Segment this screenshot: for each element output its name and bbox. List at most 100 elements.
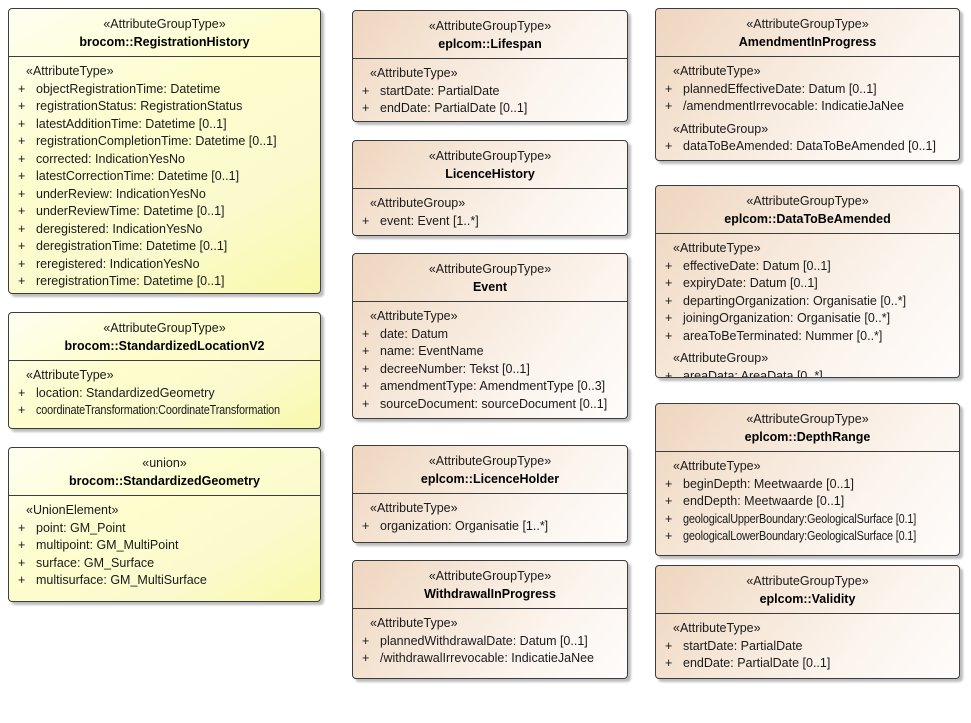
class-box-withdrawal-in-progress[interactable]: «AttributeGroupType» WithdrawalInProgress… — [352, 560, 628, 679]
public-visibility-icon: + — [18, 555, 26, 570]
attribute-row: +startDate: PartialDate — [353, 83, 625, 101]
section-stereotype: «AttributeType» — [370, 501, 458, 515]
attribute-row: +/withdrawalIrrevocable: IndicatieJaNee — [353, 650, 625, 668]
attribute-text: endDate: PartialDate [0..1] — [683, 656, 831, 670]
class-stereotype: «AttributeGroupType» — [428, 569, 552, 583]
attribute-row: +effectiveDate: Datum [0..1] — [656, 258, 957, 276]
section-stereotype: «AttributeType» — [370, 309, 458, 323]
attribute-row: +sourceDocument: sourceDocument [0..1] — [353, 396, 625, 414]
attribute-text: underReview: IndicationYesNo — [36, 186, 206, 201]
public-visibility-icon: + — [665, 368, 673, 378]
attribute-row: +registrationStatus: RegistrationStatus — [9, 98, 318, 116]
attribute-text: underReviewTime: Datetime [0..1] — [36, 204, 225, 218]
class-box-brocom-registration-history[interactable]: «AttributeGroupType»brocom::Registration… — [8, 8, 321, 294]
attribute-row: +areaData: AreaData [0..*] — [656, 368, 957, 378]
attribute-row: +name: EventName — [353, 343, 625, 361]
class-header: «AttributeGroupType»brocom::Standardized… — [9, 313, 320, 361]
section-stereotype: «AttributeGroup» — [673, 121, 769, 136]
attribute-text: endDate: PartialDate [0..1] — [380, 101, 528, 115]
public-visibility-icon: + — [665, 139, 673, 153]
public-visibility-icon: + — [665, 328, 673, 343]
public-visibility-icon: + — [18, 573, 26, 587]
attribute-row: +beginDepth: Meetwaarde [0..1] — [656, 476, 957, 494]
attribute-text: decreeNumber: Tekst [0..1] — [380, 361, 530, 376]
class-body: «AttributeType» +plannedWithdrawalDate: D… — [353, 609, 627, 668]
class-stereotype: «AttributeGroupType» — [103, 321, 226, 335]
class-name: eplcom::DataToBeAmended — [724, 212, 891, 226]
attribute-row: +startDate: PartialDate — [656, 638, 957, 656]
attribute-text: reregistered: IndicationYesNo — [36, 256, 200, 271]
class-header: «AttributeGroupType»eplcom::DepthRange — [656, 404, 959, 452]
class-box-amendment-in-progress[interactable]: «AttributeGroupType» AmendmentInProgress «… — [655, 8, 960, 161]
attribute-text: latestAdditionTime: Datetime [0..1] — [36, 116, 227, 131]
public-visibility-icon: + — [18, 256, 26, 271]
public-visibility-icon: + — [18, 274, 26, 288]
class-stereotype: «AttributeGroupType» — [746, 412, 869, 426]
attribute-text: amendmentType: AmendmentType [0..3] — [380, 379, 606, 393]
class-body: «AttributeType»+startDate: PartialDate+e… — [656, 614, 959, 673]
public-visibility-icon: + — [18, 81, 26, 96]
public-visibility-icon: + — [362, 361, 370, 376]
attribute-row: +multipoint: GM_MultiPoint — [9, 537, 318, 555]
class-box-licence-history[interactable]: «AttributeGroupType»LicenceHistory «Attri… — [352, 140, 628, 236]
public-visibility-icon: + — [362, 633, 370, 648]
class-header: «union»brocom::StandardizedGeometry — [9, 448, 320, 496]
attribute-row: +geologicalUpperBoundary:GeologicalSurfa… — [656, 511, 957, 529]
attribute-row: +event: Event [1..*] — [353, 213, 625, 231]
section-stereotype: «UnionElement» — [26, 503, 119, 517]
public-visibility-icon: + — [362, 396, 370, 411]
section-stereotype: «AttributeType» — [370, 616, 458, 630]
attribute-text: objectRegistrationTime: Datetime — [36, 81, 221, 96]
public-visibility-icon: + — [665, 511, 673, 526]
public-visibility-icon: + — [362, 651, 370, 665]
class-name: brocom::RegistrationHistory — [79, 35, 250, 49]
attribute-row: +areaToBeTerminated: Nummer [0..*] — [656, 328, 957, 346]
attribute-row: +expiryDate: Datum [0..1] — [656, 275, 957, 293]
public-visibility-icon: + — [362, 518, 370, 533]
attribute-text: coordinateTransformation:CoordinateTrans… — [36, 403, 280, 417]
attribute-row: +underReview: IndicationYesNo — [9, 186, 318, 204]
class-body: «AttributeType»+location: StandardizedGe… — [9, 361, 320, 420]
class-stereotype: «AttributeGroupType» — [428, 262, 552, 276]
class-box-brocom-standardized-location-v2[interactable]: «AttributeGroupType»brocom::Standardized… — [8, 312, 321, 429]
class-name: WithdrawalInProgress — [424, 587, 556, 601]
class-box-eplcom-validity[interactable]: «AttributeGroupType»eplcom::Validity«Att… — [655, 565, 960, 679]
class-name: AmendmentInProgress — [738, 35, 877, 49]
attribute-row: +registrationCompletionTime: Datetime [0… — [9, 133, 318, 151]
attribute-text: joiningOrganization: Organisatie [0..*] — [683, 311, 891, 325]
attribute-row: +plannedWithdrawalDate: Datum [0..1] — [353, 633, 625, 651]
class-box-eplcom-depth-range[interactable]: «AttributeGroupType»eplcom::DepthRange«A… — [655, 403, 960, 556]
attribute-row: +point: GM_Point — [9, 520, 318, 538]
public-visibility-icon: + — [665, 638, 673, 653]
class-header: «AttributeGroupType»brocom::Registration… — [9, 9, 320, 57]
class-stereotype: «AttributeGroupType» — [746, 17, 869, 31]
class-stereotype: «AttributeGroupType» — [428, 19, 552, 33]
section-stereotype: «AttributeType» — [673, 459, 761, 473]
section-stereotype: «AttributeType» — [673, 621, 761, 635]
class-body: «AttributeType»+objectRegistrationTime: … — [9, 57, 320, 291]
attribute-row: +endDepth: Meetwaarde [0..1] — [656, 493, 957, 511]
public-visibility-icon: + — [18, 385, 26, 400]
class-box-event[interactable]: «AttributeGroupType» Event «AttributeType»… — [352, 253, 628, 419]
attribute-row: + amendmentType: AmendmentType [0..3] — [353, 378, 625, 396]
attribute-text: plannedEffectiveDate: Datum [0..1] — [683, 81, 877, 96]
public-visibility-icon: + — [18, 538, 26, 552]
public-visibility-icon: + — [362, 379, 370, 393]
class-box-eplcom-licence-holder[interactable]: «AttributeGroupType»eplcom::LicenceHolde… — [352, 445, 628, 543]
public-visibility-icon: + — [665, 494, 673, 508]
public-visibility-icon: + — [665, 81, 673, 96]
class-name: eplcom::LicenceHolder — [420, 472, 560, 486]
class-box-eplcom-data-to-be-amended[interactable]: «AttributeGroupType»eplcom::DataToBeAmen… — [655, 185, 960, 378]
public-visibility-icon: + — [18, 169, 26, 183]
class-body: «AttributeType»+effectiveDate: Datum [0.… — [656, 234, 959, 378]
class-header: «AttributeGroupType»LicenceHistory — [353, 141, 627, 189]
public-visibility-icon: + — [665, 293, 673, 308]
class-box-brocom-standardized-geometry[interactable]: «union»brocom::StandardizedGeometry«Unio… — [8, 447, 321, 602]
attribute-row: +latestAdditionTime: Datetime [0..1] — [9, 116, 318, 134]
class-box-eplcom-lifespan[interactable]: «AttributeGroupType»eplcom::Lifespan«Att… — [352, 10, 628, 122]
section-stereotype: «AttributeGroup» — [370, 196, 466, 210]
attribute-row: + plannedEffectiveDate: Datum [0..1] — [656, 81, 957, 99]
attribute-text: reregistrationTime: Datetime [0..1] — [36, 274, 225, 288]
class-name: Event — [472, 280, 508, 294]
attribute-row: +endDate: PartialDate [0..1] — [656, 655, 957, 673]
